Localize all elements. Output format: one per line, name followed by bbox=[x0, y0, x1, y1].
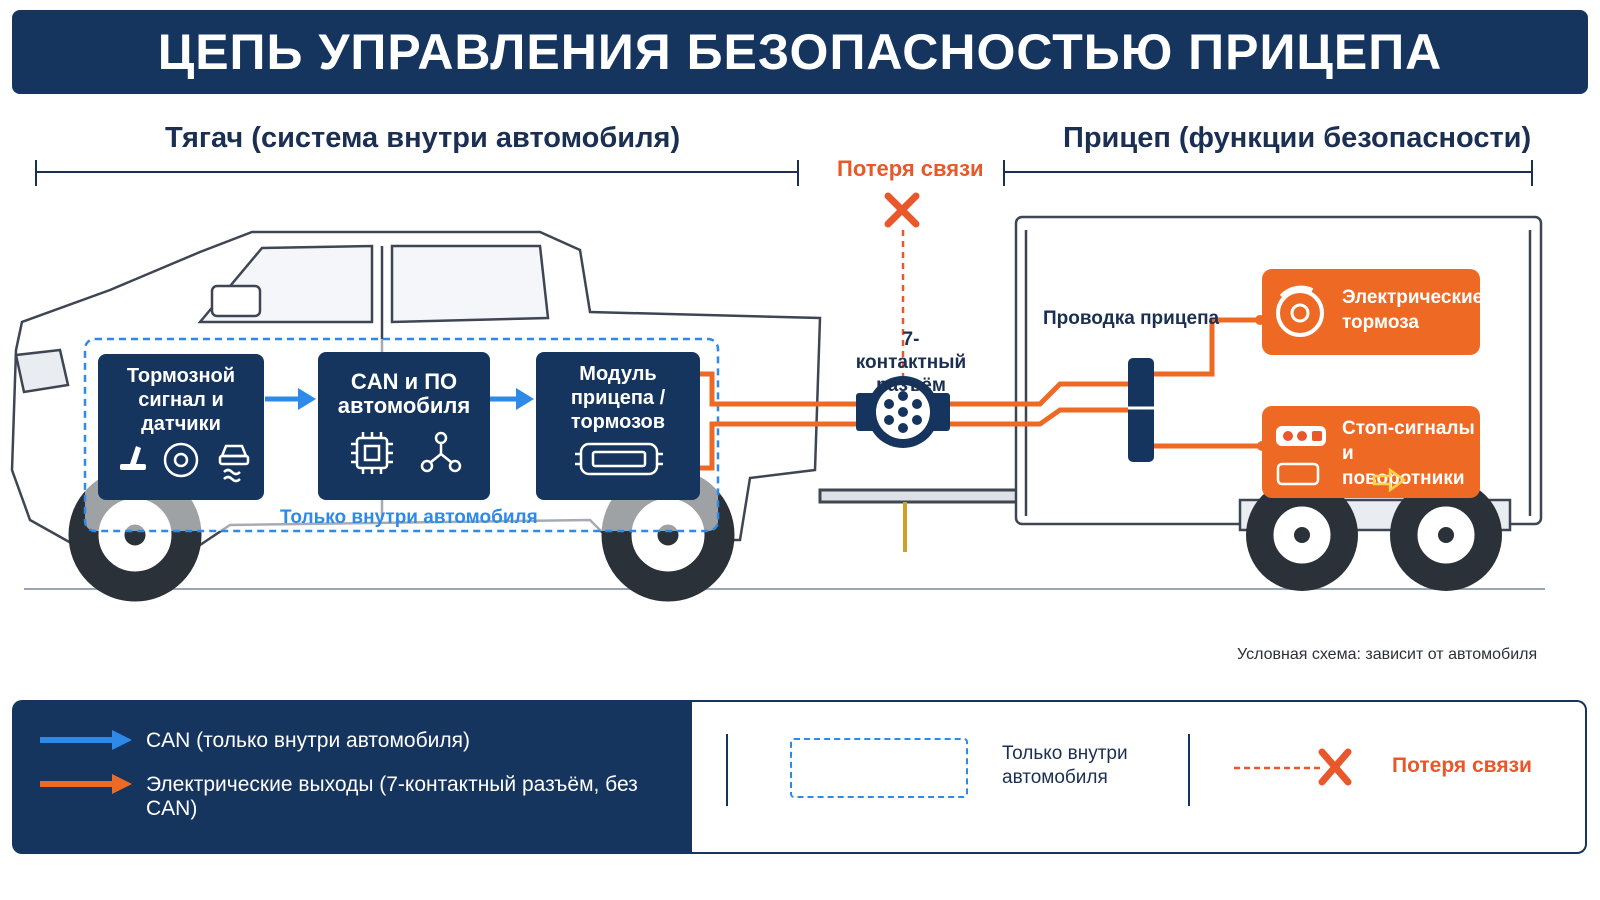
trailer-brake-module-box: Модуль прицепа / тормозов bbox=[536, 352, 700, 500]
title-banner: ЦЕПЬ УПРАВЛЕНИЯ БЕЗОПАСНОСТЬЮ ПРИЦЕПА bbox=[12, 10, 1588, 94]
connector-label-line1: 7-контактный bbox=[855, 329, 967, 373]
electric-brakes-label-1: Электрические bbox=[1342, 287, 1484, 308]
can-software-label-1: CAN и ПО bbox=[350, 369, 458, 394]
electric-brakes-box: Электрические тормоза bbox=[1262, 269, 1483, 355]
schematic-note: Условная схема: зависит от автомобиля bbox=[1237, 646, 1538, 663]
electric-brakes-label: Электрические тормоза bbox=[1342, 285, 1483, 335]
loss-legend-label: Потеря связи bbox=[1392, 754, 1532, 777]
trailer-wiring-harness bbox=[950, 317, 1262, 449]
inside-vehicle-legend-label: Только внутри автомобиля bbox=[1002, 742, 1128, 790]
trailer-section-label: Прицеп (функции безопасности) bbox=[1063, 122, 1532, 154]
can-icons bbox=[351, 431, 462, 474]
inside-vehicle-label: Только внутри автомобиля bbox=[280, 507, 538, 528]
brake-pedal-icon bbox=[120, 446, 146, 470]
wheel-sensor-icon bbox=[163, 442, 199, 478]
trailer-wheel-front bbox=[1246, 479, 1358, 591]
electric-output-wires bbox=[700, 371, 858, 471]
tow-hitch bbox=[818, 488, 1022, 552]
brake-signal-label-1: Тормозной bbox=[126, 365, 236, 387]
can-legend-label: CAN (только внутри автомобиля) bbox=[146, 729, 470, 752]
brake-signal-sensors-box: Тормозной сигнал и датчики bbox=[98, 354, 264, 500]
can-arrow-1 bbox=[265, 388, 316, 410]
can-arrow-2 bbox=[490, 388, 534, 410]
inside-vehicle-legend-line1: Только внутри bbox=[1002, 743, 1128, 764]
can-software-box: CAN и ПО автомобиля bbox=[318, 352, 490, 500]
brake-signal-label-3: датчики bbox=[141, 413, 221, 435]
trailer-wheel-rear bbox=[1390, 479, 1502, 591]
lights-label-2: и поворотники bbox=[1342, 443, 1465, 489]
stability-control-icon bbox=[218, 444, 250, 483]
connector-label: 7-контактный разъём bbox=[850, 328, 972, 397]
can-software-label-2: автомобиля bbox=[337, 393, 471, 418]
connection-loss-label: Потеря связи bbox=[837, 156, 984, 181]
legend-divider-1 bbox=[726, 734, 728, 806]
tow-vehicle-bracket bbox=[35, 160, 799, 186]
electric-legend-label: Электрические выходы (7-контактный разъё… bbox=[146, 773, 638, 820]
turn-arrow-icon bbox=[1372, 468, 1407, 492]
wiring-junction-block bbox=[1128, 358, 1154, 462]
inside-vehicle-legend-swatch bbox=[790, 738, 968, 798]
lights-label: Стоп-сигналы и поворотники bbox=[1342, 416, 1480, 491]
connector-label-line2: разъём bbox=[876, 375, 946, 396]
tail-light-icon bbox=[1276, 426, 1326, 486]
legend-dark-panel: CAN (только внутри автомобиля) Электриче… bbox=[12, 700, 692, 854]
legend-light-panel: Только внутри автомобиля Потеря связи bbox=[692, 700, 1587, 854]
loss-legend-icon bbox=[1234, 748, 1352, 786]
legend-divider-2 bbox=[1188, 734, 1190, 806]
electric-legend-arrow-icon bbox=[40, 774, 132, 794]
module-label-2: прицепа / bbox=[570, 387, 666, 409]
brake-signal-label-2: сигнал и bbox=[138, 389, 224, 411]
electric-brakes-label-2: тормоза bbox=[1342, 312, 1419, 333]
module-icon bbox=[575, 442, 663, 476]
brake-turn-lights-box: Стоп-сигналы и поворотники bbox=[1262, 406, 1480, 498]
brake-disc-icon bbox=[1276, 285, 1324, 337]
connection-loss-x-icon bbox=[884, 192, 920, 228]
trailer-bracket bbox=[1003, 160, 1533, 186]
module-label-3: тормозов bbox=[570, 411, 666, 433]
page-title: ЦЕПЬ УПРАВЛЕНИЯ БЕЗОПАСНОСТЬЮ ПРИЦЕПА bbox=[157, 24, 1443, 80]
module-label-1: Модуль bbox=[579, 363, 657, 385]
module-icons bbox=[575, 442, 663, 476]
can-legend-arrow-icon bbox=[40, 730, 132, 750]
network-icon bbox=[420, 431, 462, 473]
sensor-icons bbox=[120, 442, 250, 483]
tow-vehicle-section-label: Тягач (система внутри автомобиля) bbox=[165, 122, 681, 154]
inside-vehicle-legend-line2: автомобиля bbox=[1002, 767, 1108, 788]
chip-icon bbox=[351, 432, 393, 474]
seven-pin-connector-icon bbox=[856, 376, 950, 448]
trailer-wiring-label: Проводка прицепа bbox=[1043, 308, 1220, 329]
lights-label-1: Стоп-сигналы bbox=[1342, 418, 1475, 439]
